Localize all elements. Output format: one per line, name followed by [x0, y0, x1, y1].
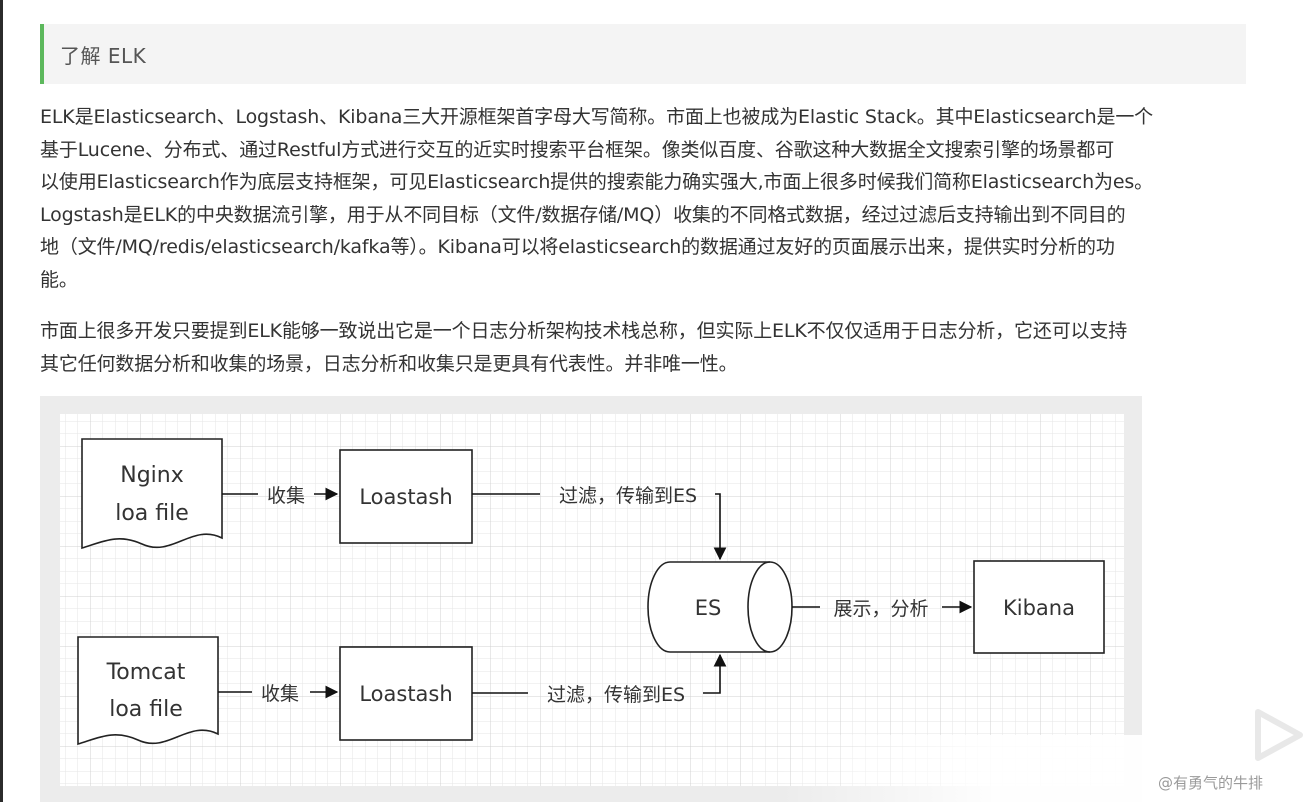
- paragraph-line: 市面上很多开发只要提到ELK能够一致说出它是一个日志分析架构技术栈总称，但实际上…: [40, 320, 1128, 342]
- tomcat-log-file-node: Tomcat loa file: [77, 636, 219, 746]
- diagram-canvas: Nginx loa file Tomcat loa file Loastash …: [60, 414, 1124, 786]
- section-heading-text: 了解 ELK: [60, 43, 147, 68]
- watermark-text: @有勇气的牛排: [1158, 774, 1264, 792]
- es-storage-node: ES: [647, 561, 793, 653]
- intro-paragraph: ELK是Elasticsearch、Logstash、Kibana三大开源框架首…: [40, 101, 1250, 297]
- edge-collect-bottom: 收集: [218, 683, 339, 705]
- paragraph-line: 其它任何数据分析和收集的场景，日志分析和收集只是更具有代表性。并非唯一性。: [40, 352, 738, 375]
- window-left-edge: [0, 0, 3, 802]
- logstash-bottom-node: Loastash: [339, 646, 473, 741]
- es-label: ES: [695, 596, 722, 620]
- edge-collect-top: 收集: [222, 485, 339, 507]
- paragraph-line: 地（文件/MQ/redis/elasticsearch/kafka等）。Kiba…: [40, 236, 1115, 259]
- watermark-fade: [780, 735, 1308, 802]
- nginx-log-file-node: Nginx loa file: [81, 438, 223, 550]
- edge-label-collect-top: 收集: [267, 485, 305, 507]
- logstash-bottom-label: Loastash: [359, 682, 452, 706]
- play-icon: [1255, 709, 1303, 761]
- edge-label-collect-bottom: 收集: [261, 683, 299, 705]
- edge-label-filter-bottom: 过滤，传输到ES: [547, 684, 685, 706]
- edge-label-display: 展示，分析: [833, 598, 928, 620]
- logstash-top-label: Loastash: [359, 485, 452, 509]
- edge-filter-top: 过滤，传输到ES: [472, 485, 727, 561]
- paragraph-line: 能。: [40, 268, 78, 291]
- section-heading: 了解 ELK: [40, 24, 1246, 84]
- paragraph-line: 以使用Elasticsearch作为底层支持框架，可见Elasticsearch…: [40, 171, 1153, 194]
- paragraph-line: 基于Lucene、分布式、通过Restful方式进行交互的近实时搜索平台框架。像…: [40, 138, 1115, 161]
- tomcat-logfile-label: loa file: [109, 697, 183, 722]
- paragraph-line: Logstash是ELK的中央数据流引擎，用于从不同目标（文件/数据存储/MQ）…: [40, 203, 1126, 226]
- logstash-top-node: Loastash: [339, 449, 473, 544]
- nginx-logfile-label: loa file: [115, 501, 189, 526]
- paragraph-line: ELK是Elasticsearch、Logstash、Kibana三大开源框架首…: [40, 106, 1154, 128]
- second-paragraph: 市面上很多开发只要提到ELK能够一致说出它是一个日志分析架构技术栈总称，但实际上…: [40, 315, 1250, 380]
- nginx-label: Nginx: [120, 463, 184, 488]
- elk-architecture-diagram: Nginx loa file Tomcat loa file Loastash …: [40, 396, 1142, 802]
- edge-display: 展示，分析: [792, 598, 973, 620]
- kibana-node: Kibana: [973, 560, 1105, 654]
- tomcat-label: Tomcat: [106, 660, 186, 685]
- grid-lines: [60, 414, 1124, 786]
- edge-label-filter-top: 过滤，传输到ES: [559, 485, 697, 507]
- kibana-label: Kibana: [1003, 596, 1075, 620]
- edge-filter-bottom: 过滤，传输到ES: [472, 653, 727, 706]
